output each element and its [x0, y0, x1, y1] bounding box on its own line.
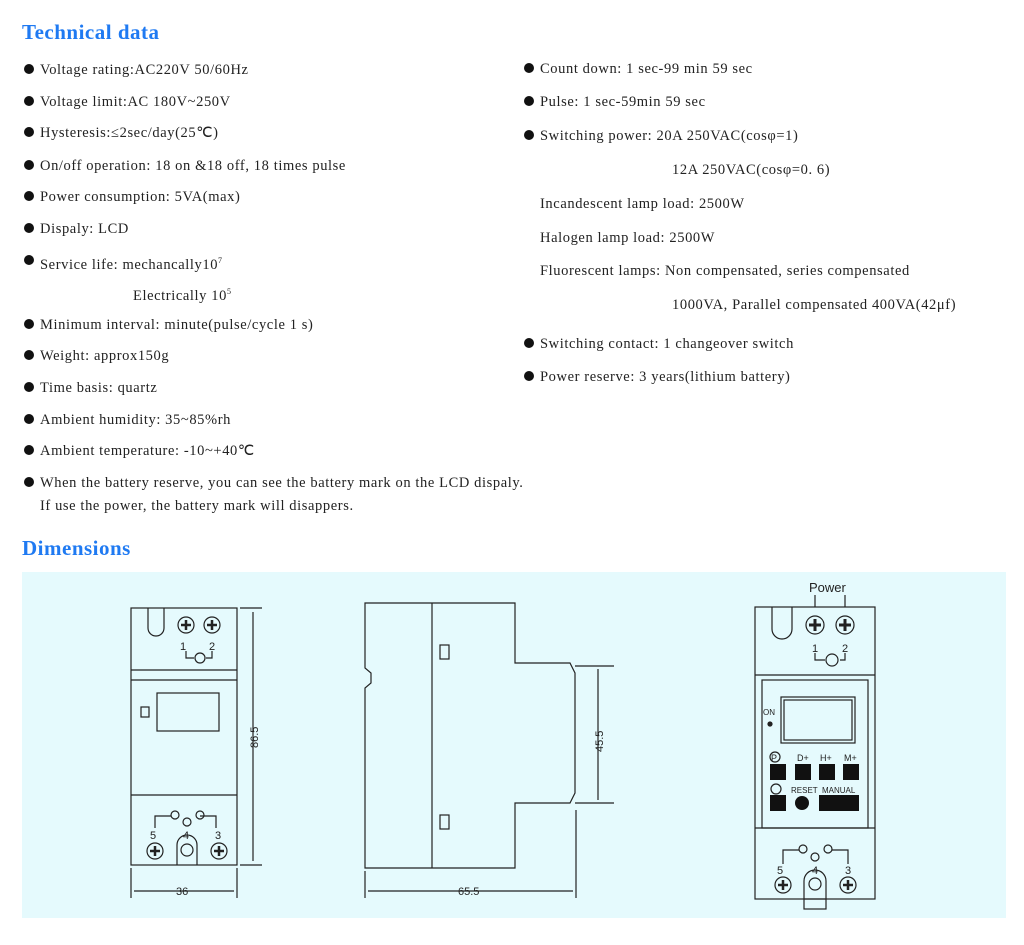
bullet-icon [524, 371, 534, 381]
spec-item: Time basis: quartz [40, 379, 157, 397]
spec-item: Weight: approx150g [40, 347, 169, 365]
spec-item: Minimum interval: minute(pulse/cycle 1 s… [40, 316, 313, 334]
spec-item: Fluorescent lamps: Non compensated, seri… [540, 262, 910, 280]
spec-text: Pulse: 1 sec-59min 59 sec [540, 94, 706, 110]
spec-text: Switching power: 20A 250VAC(cosφ=1) [540, 128, 799, 144]
svg-text:36: 36 [176, 886, 188, 898]
svg-text:Power: Power [809, 580, 847, 595]
spec-item: Pulse: 1 sec-59min 59 sec [540, 93, 706, 111]
bullet-icon [24, 414, 34, 424]
svg-text:2: 2 [209, 641, 215, 653]
spec-item: Switching power: 20A 250VAC(cosφ=1) [540, 127, 798, 145]
bullet-icon [24, 350, 34, 360]
front-view-drawing: 1 2 5 4 3 86.5 36 [130, 607, 262, 898]
spec-item: Switching contact: 1 changeover switch [540, 335, 794, 353]
spec-item: Ambient temperature: -10~+40℃ [40, 442, 255, 460]
side-view-drawing: 45.5 65.5 [364, 602, 614, 898]
svg-text:65.5: 65.5 [458, 886, 479, 898]
bullet-icon [24, 477, 34, 487]
spec-text: Weight: approx150g [40, 348, 170, 364]
bullet-icon [24, 96, 34, 106]
bullet-icon [24, 64, 34, 74]
spec-text: Ambient temperature: -10~+40℃ [40, 443, 255, 459]
dimensions-heading: Dimensions [22, 536, 131, 560]
spec-item: When the battery reserve, you can see th… [40, 474, 524, 492]
svg-text:1: 1 [812, 643, 818, 655]
svg-text:3: 3 [845, 865, 851, 877]
dimensions-panel: 1 2 5 4 3 86.5 36 45.5 65.5 Power 1 2 ON [22, 572, 1006, 918]
spec-item: Voltage rating:AC220V 50/60Hz [40, 61, 249, 79]
spec-text: Hysteresis:≤2sec/day(25℃) [40, 125, 219, 141]
spec-item: Ambient humidity: 35~85%rh [40, 411, 231, 429]
spec-text: 1000VA, Parallel compensated 400VA(42μf) [672, 297, 957, 313]
bullet-icon [24, 127, 34, 137]
technical-data-heading: Technical data [22, 20, 160, 44]
spec-text: Electrically 10 [133, 287, 227, 304]
spec-item: Incandescent lamp load: 2500W [540, 195, 745, 213]
spec-text: Minimum interval: minute(pulse/cycle 1 s… [40, 317, 314, 333]
spec-item: Power reserve: 3 years(lithium battery) [540, 368, 791, 386]
svg-text:MANUAL: MANUAL [822, 786, 856, 795]
bullet-icon [24, 191, 34, 201]
bullet-icon [524, 63, 534, 73]
svg-text:2: 2 [842, 643, 848, 655]
spec-text: Halogen lamp load: 2500W [540, 230, 716, 246]
spec-item: Count down: 1 sec-99 min 59 sec [540, 60, 753, 78]
spec-item: Service life: mechancally107 [40, 252, 223, 274]
spec-item: Voltage limit:AC 180V~250V [40, 93, 231, 111]
svg-text:5: 5 [777, 865, 783, 877]
spec-item: 1000VA, Parallel compensated 400VA(42μf) [672, 296, 956, 314]
spec-text: Ambient humidity: 35~85%rh [40, 412, 231, 428]
svg-text:1: 1 [180, 641, 186, 653]
spec-text: Service life: mechancally10 [40, 256, 219, 273]
spec-text: Voltage limit:AC 180V~250V [40, 94, 231, 110]
dimension-drawings: 1 2 5 4 3 86.5 36 45.5 65.5 Power 1 2 ON [130, 580, 876, 910]
spec-item: On/off operation: 18 on &18 off, 18 time… [40, 157, 346, 175]
spec-text: Fluorescent lamps: Non compensated, seri… [540, 263, 910, 279]
spec-text: Voltage rating:AC220V 50/60Hz [40, 62, 249, 78]
spec-text: If use the power, the battery mark will … [40, 498, 354, 514]
bullet-icon [524, 130, 534, 140]
svg-text:5: 5 [150, 830, 156, 842]
exponent: 7 [218, 256, 223, 265]
spec-item: 12A 250VAC(cosφ=0. 6) [672, 161, 830, 179]
svg-text:D+: D+ [797, 753, 809, 763]
spec-text: On/off operation: 18 on &18 off, 18 time… [40, 158, 346, 174]
svg-text:P: P [771, 753, 777, 763]
bullet-icon [524, 338, 534, 348]
bullet-icon [524, 96, 534, 106]
spec-text: 12A 250VAC(cosφ=0. 6) [672, 162, 831, 178]
bullet-icon [24, 223, 34, 233]
svg-text:45.5: 45.5 [594, 731, 606, 752]
spec-text: When the battery reserve, you can see th… [40, 475, 524, 491]
svg-text:4: 4 [812, 865, 818, 877]
spec-item: If use the power, the battery mark will … [40, 497, 354, 515]
spec-item: Power consumption: 5VA(max) [40, 188, 240, 206]
spec-text: Switching contact: 1 changeover switch [540, 336, 794, 352]
spec-item: Electrically 105 [133, 283, 232, 305]
exponent: 5 [226, 287, 232, 296]
bullet-icon [24, 382, 34, 392]
bullet-icon [24, 255, 34, 265]
svg-text:H+: H+ [820, 753, 832, 763]
spec-item: Halogen lamp load: 2500W [540, 229, 715, 247]
svg-text:3: 3 [215, 830, 221, 842]
spec-item: Dispaly: LCD [40, 220, 129, 238]
bullet-icon [24, 445, 34, 455]
spec-item: Hysteresis:≤2sec/day(25℃) [40, 124, 219, 142]
front-panel-drawing: Power 1 2 ON P D+ H+ M+ RESET MANUAL 5 4… [754, 580, 876, 910]
svg-text:M+: M+ [844, 753, 857, 763]
spec-text: Incandescent lamp load: 2500W [540, 196, 745, 212]
svg-text:4: 4 [183, 830, 189, 842]
svg-text:RESET: RESET [791, 786, 818, 795]
bullet-icon [24, 319, 34, 329]
spec-text: Time basis: quartz [40, 380, 158, 396]
bullet-icon [24, 160, 34, 170]
spec-text: Power consumption: 5VA(max) [40, 189, 241, 205]
spec-text: Dispaly: LCD [40, 221, 129, 237]
spec-text: Count down: 1 sec-99 min 59 sec [540, 61, 753, 77]
svg-text:86.5: 86.5 [249, 727, 261, 748]
svg-text:ON: ON [763, 708, 775, 717]
spec-text: Power reserve: 3 years(lithium battery) [540, 369, 791, 385]
